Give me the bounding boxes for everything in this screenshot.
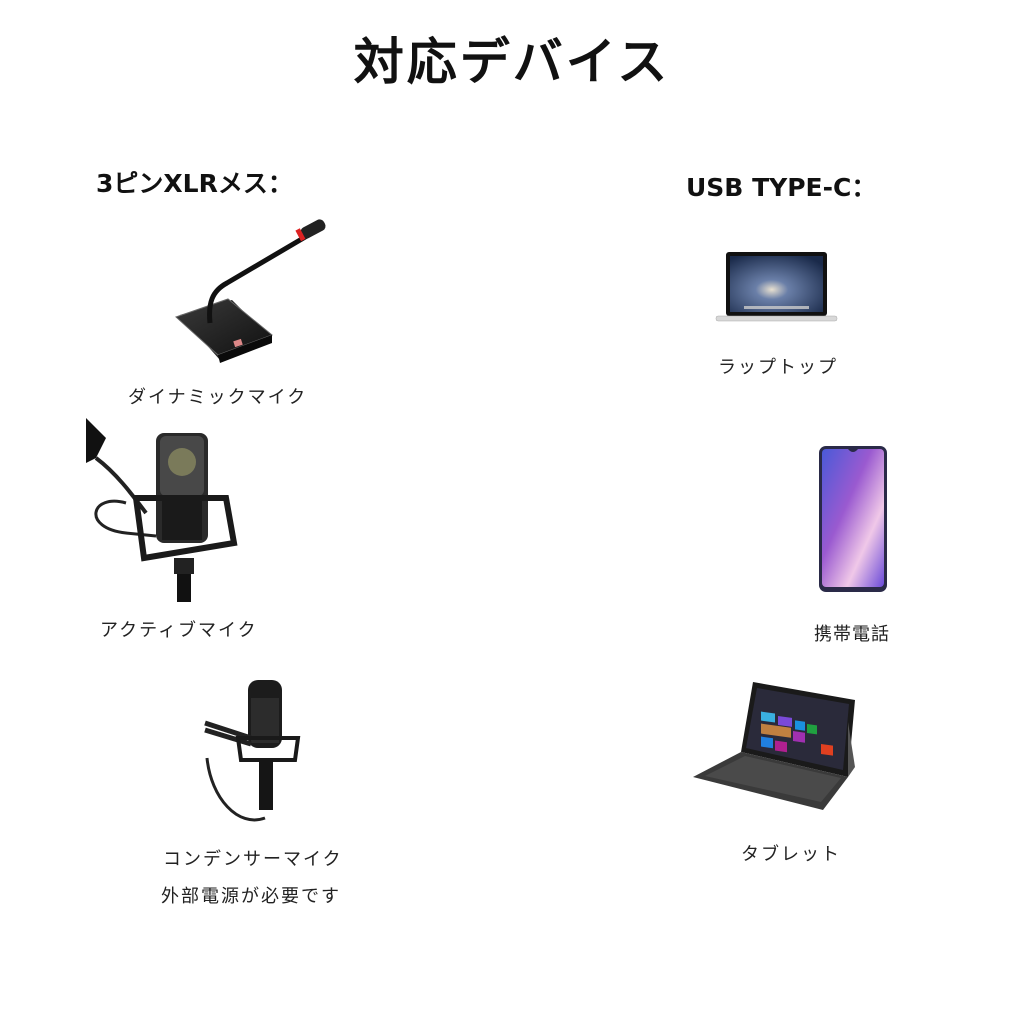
tablet-icon bbox=[693, 682, 858, 812]
condenser-microphone-icon bbox=[203, 678, 308, 828]
xlr-heading: 3ピンXLRメス： bbox=[96, 169, 293, 198]
condenser-mic-note: 外部電源が必要です bbox=[161, 886, 341, 907]
usbc-heading: USB TYPE-C： bbox=[686, 173, 877, 202]
tablet-label: タブレット bbox=[741, 844, 841, 865]
smartphone-label: 携帯電話 bbox=[814, 624, 890, 645]
page-title: 対応デバイス bbox=[353, 33, 671, 91]
smartphone-icon bbox=[818, 445, 888, 593]
laptop-icon bbox=[714, 252, 839, 324]
laptop-label: ラップトップ bbox=[718, 357, 838, 378]
studio-microphone-icon bbox=[86, 418, 241, 603]
gooseneck-microphone-icon bbox=[172, 215, 337, 370]
condenser-mic-label: コンデンサーマイク bbox=[163, 849, 343, 870]
dynamic-mic-label: ダイナミックマイク bbox=[128, 387, 308, 408]
active-mic-label: アクティブマイク bbox=[100, 620, 258, 641]
